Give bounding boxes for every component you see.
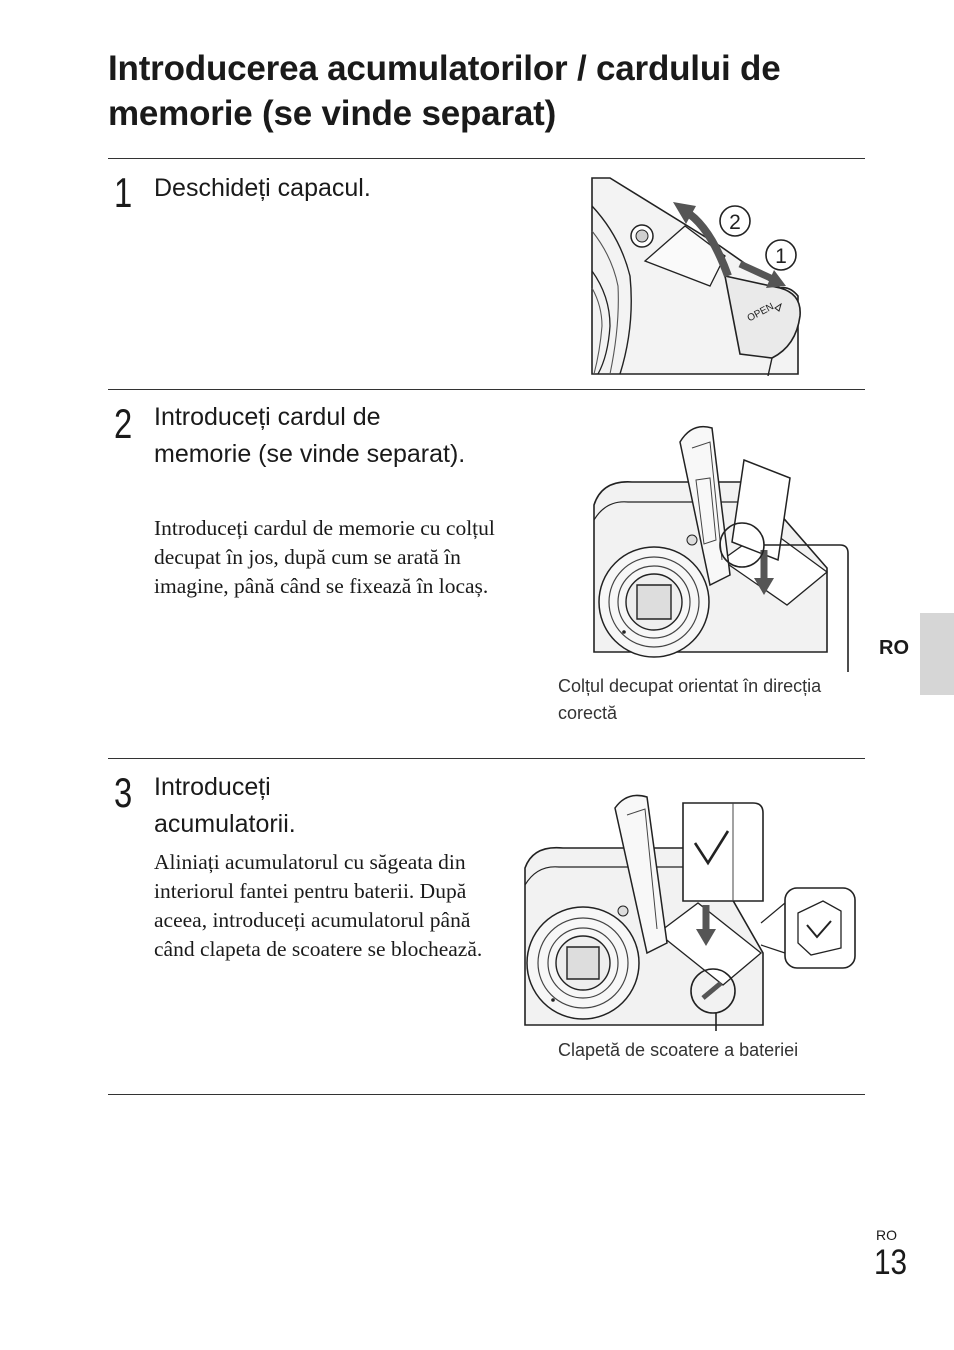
- page-title: Introducerea acumulatorilor / cardului d…: [108, 49, 781, 133]
- section-divider: [108, 1094, 865, 1095]
- step-2-number: 2: [114, 400, 133, 447]
- step-1-number: 1: [114, 169, 133, 216]
- battery-insert-illustration: [524, 794, 856, 1031]
- step-2-body: Introduceți cardul de memorie cu colțul …: [154, 516, 495, 598]
- language-tab: [920, 613, 954, 695]
- footer-language: RO: [876, 1227, 897, 1243]
- section-divider: [108, 758, 865, 759]
- page-number: 13: [874, 1243, 908, 1282]
- callout-2: 2: [729, 211, 741, 234]
- step-2-caption: Colțul decupat orientat în direcția core…: [558, 676, 822, 723]
- step-1-heading: Deschideți capacul.: [154, 174, 371, 202]
- step-3-caption: Clapetă de scoatere a bateriei: [558, 1040, 799, 1060]
- step-3-body: Aliniați acumulatorul cu săgeata din int…: [154, 850, 483, 961]
- memory-card-insert-illustration: [593, 425, 849, 672]
- section-divider: [108, 158, 865, 159]
- section-divider: [108, 389, 865, 390]
- language-tab-label: RO: [879, 637, 909, 659]
- callout-1: 1: [775, 245, 787, 268]
- step-3-heading: Introduceți acumulatorii.: [154, 773, 296, 838]
- step-2-heading: Introduceți cardul de memorie (se vinde …: [154, 403, 466, 468]
- camera-open-cover-illustration: OPEN 2 1: [591, 177, 801, 376]
- step-3-number: 3: [114, 769, 133, 816]
